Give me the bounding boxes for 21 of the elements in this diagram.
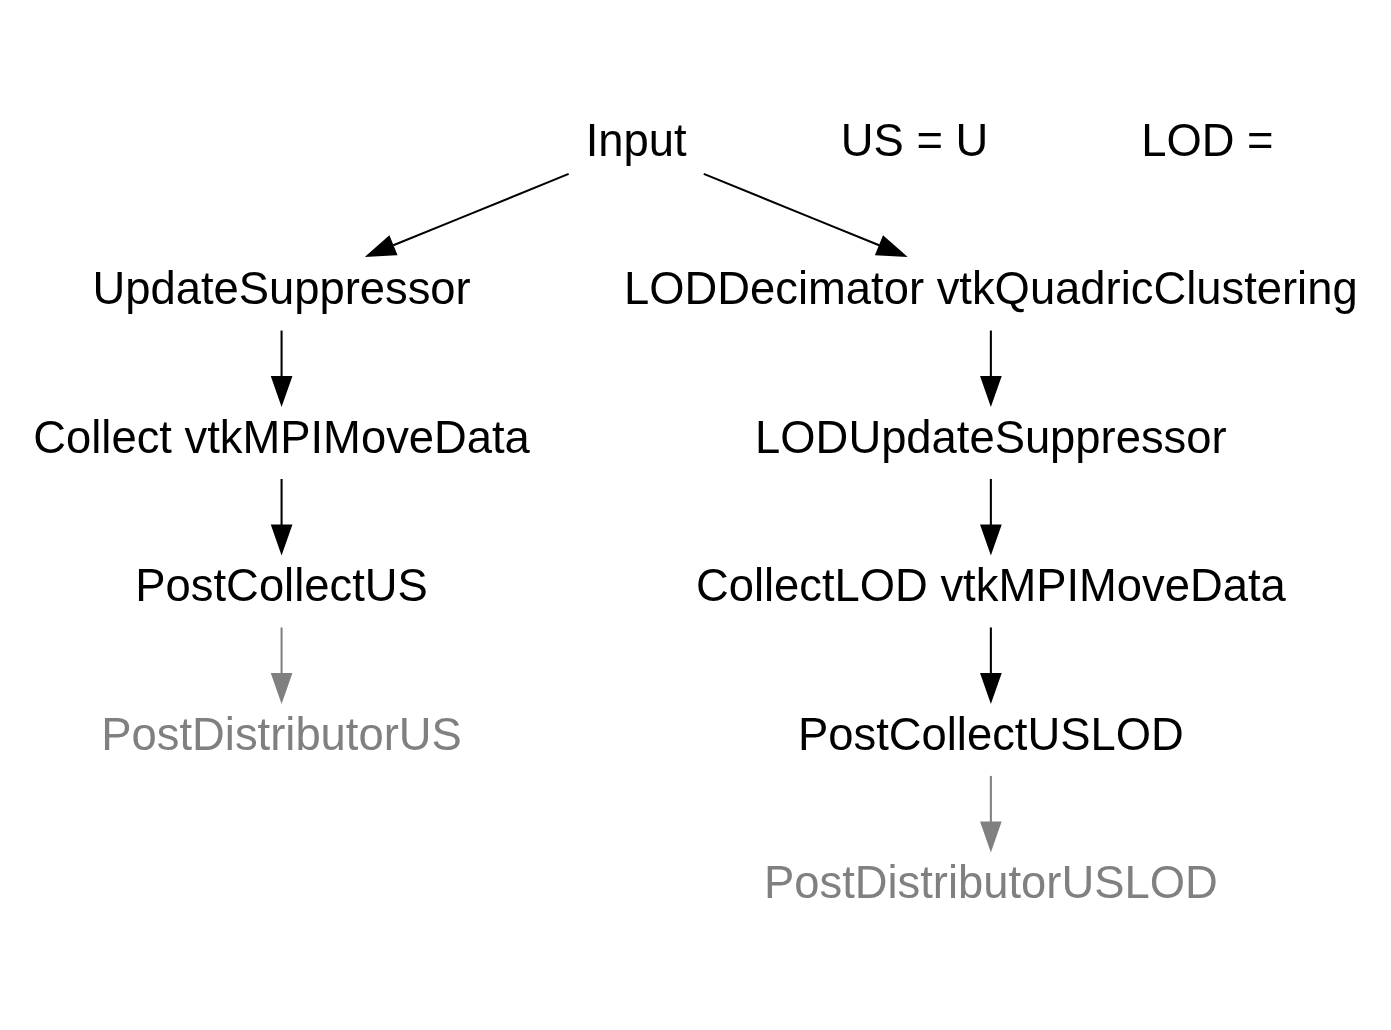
node-text: Collect vtkMPIMoveData [33,411,530,463]
node-text: PostDistributorUSLOD [764,856,1218,908]
node-text: LODDecimator vtkQuadricClustering [624,262,1358,314]
label: LOD = [1141,114,1274,166]
label: US = U [840,114,989,166]
arrow [980,478,1002,556]
node-text: PostCollectUS [135,559,428,611]
node-text: PostDistributorUS [101,708,462,760]
node-text: PostCollectUSLOD [798,708,1184,760]
arrow [980,626,1002,704]
node-text: Input [585,114,687,166]
arrow [703,172,908,257]
node-text: LODUpdateSuppressor [755,411,1227,463]
arrow [980,330,1002,407]
arrow [980,775,1002,852]
node-text: CollectLOD vtkMPIMoveData [695,559,1286,611]
node-text: UpdateSuppressor [92,262,471,314]
arrow [270,478,293,556]
arrow [270,330,293,407]
arrow [270,626,293,704]
arrow [364,172,570,257]
